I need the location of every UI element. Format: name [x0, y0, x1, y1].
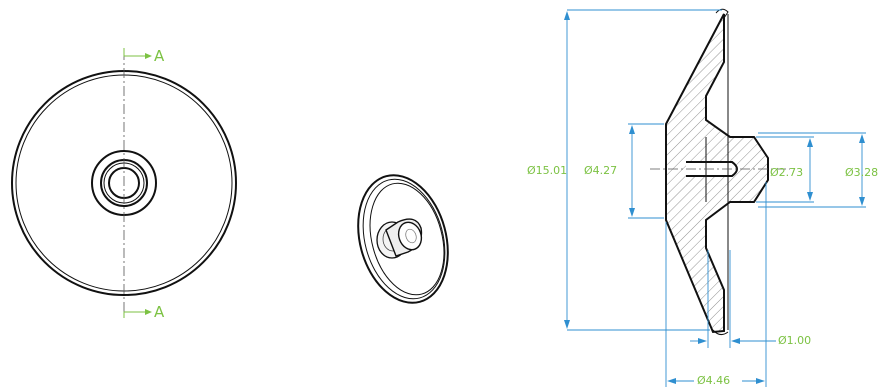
iso-disc-rim — [357, 174, 449, 304]
section-marker-bottom — [123, 311, 148, 318]
front-view — [11, 48, 237, 318]
section-view — [564, 8, 866, 387]
iso-knob-face — [397, 221, 423, 251]
section-outline — [665, 13, 769, 334]
iso-disc-inner — [362, 178, 446, 300]
iso-disc-face — [369, 182, 445, 296]
section-marker-top — [123, 48, 148, 57]
isometric-view — [357, 174, 449, 304]
